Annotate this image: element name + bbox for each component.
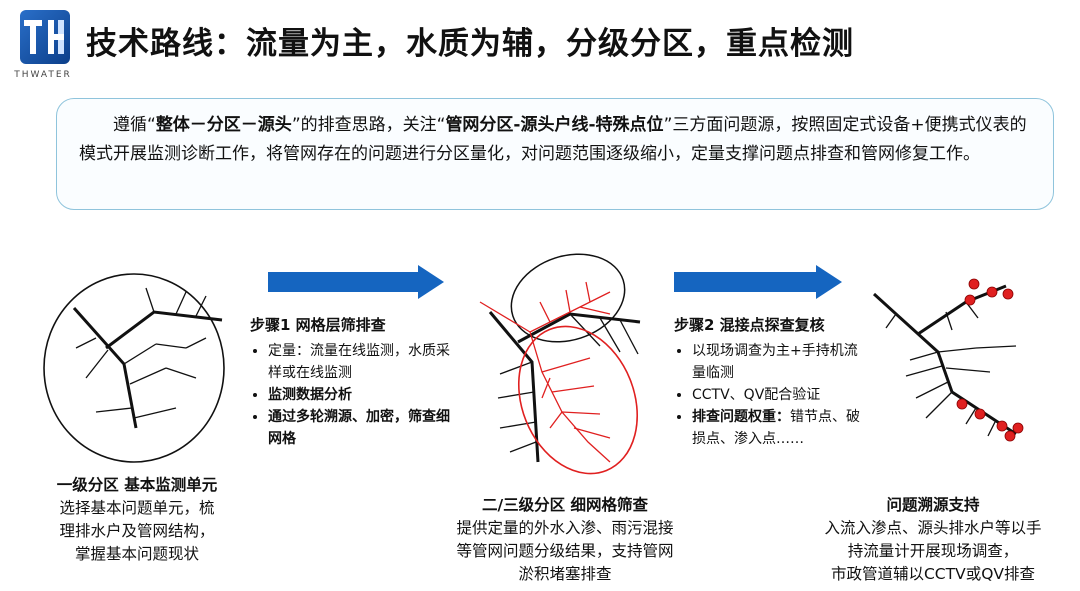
logo-mark xyxy=(20,10,70,64)
problem-points xyxy=(956,278,1024,442)
caption-line: 持流量计开展现场调查， xyxy=(847,542,1019,560)
caption-line: 淤积堵塞排查 xyxy=(518,565,612,583)
intro-bold-1: 整体－分区－源头 xyxy=(155,115,292,135)
step-1-heading: 步骤1 网格层筛排查 xyxy=(250,316,386,334)
step-1-item: 定量：流量在线监测，水质采样或在线监测 xyxy=(268,340,450,384)
subzone-boundary-3 xyxy=(517,325,639,475)
intro-bold-2: 管网分区-源头户线-特殊点位 xyxy=(445,115,664,135)
page-title: 技术路线：流量为主，水质为辅，分级分区，重点检测 xyxy=(86,26,854,62)
caption-heading: 问题溯源支持 xyxy=(886,496,980,514)
step-1-item: 监测数据分析 xyxy=(268,384,450,406)
step-2-item-rest: 错节点、破损点、渗入点…… xyxy=(692,409,860,447)
step-1-item: 通过多轮溯源、加密，筛查细网格 xyxy=(268,406,450,450)
caption-line: 提供定量的外水入渗、雨污混接 xyxy=(456,519,674,537)
company-logo: THWATER xyxy=(8,4,78,84)
step-2-item: CCTV、QV配合验证 xyxy=(692,384,864,406)
caption-secondary-zone: 二/三级分区 细网格筛查 提供定量的外水入渗、雨污混接 等管网问题分级结果，支持… xyxy=(420,494,710,586)
zone-boundary xyxy=(43,273,225,463)
step-2-item-bold: 排查问题权重： xyxy=(692,409,790,425)
caption-primary-zone: 一级分区 基本监测单元 选择基本问题单元，梳 理排水户及管网结构， 掌握基本问题… xyxy=(14,474,260,566)
pipe-network xyxy=(72,307,223,429)
problem-tracing-diagram xyxy=(872,278,1024,442)
intro-box: 遵循“整体－分区－源头”的排查思路，关注“管网分区-源头户线-特殊点位”三方面问… xyxy=(56,98,1054,210)
subzone-boundary-2 xyxy=(510,253,626,343)
step-1-panel: 步骤1 网格层筛排查 定量：流量在线监测，水质采样或在线监测 监测数据分析 通过… xyxy=(250,314,450,450)
caption-heading: 一级分区 基本监测单元 xyxy=(56,476,218,494)
flow-arrow-1 xyxy=(268,265,444,299)
caption-line: 入流入渗点、源头排水户等以手 xyxy=(824,519,1042,537)
step-2-panel: 步骤2 混接点探查复核 以现场调查为主+手持机流量临测 CCTV、QV配合验证 … xyxy=(674,314,864,450)
caption-line: 市政管道辅以CCTV或QV排查 xyxy=(830,565,1036,583)
logo-text: THWATER xyxy=(14,70,72,80)
secondary-zone-diagram xyxy=(479,253,641,475)
intro-text-2: ”的排查思路，关注“ xyxy=(291,115,446,135)
step-2-list: 以现场调查为主+手持机流量临测 CCTV、QV配合验证 排查问题权重：错节点、破… xyxy=(674,340,864,450)
caption-heading: 二/三级分区 细网格筛查 xyxy=(481,496,649,514)
primary-zone-diagram xyxy=(43,273,225,463)
caption-line: 选择基本问题单元，梳 xyxy=(59,499,215,517)
caption-line: 掌握基本问题现状 xyxy=(74,545,199,563)
flow-arrow-2 xyxy=(674,265,842,299)
step-2-item: 以现场调查为主+手持机流量临测 xyxy=(692,340,864,384)
step-2-heading: 步骤2 混接点探查复核 xyxy=(674,316,825,334)
caption-line: 理排水户及管网结构， xyxy=(59,522,215,540)
step-1-list: 定量：流量在线监测，水质采样或在线监测 监测数据分析 通过多轮溯源、加密，筛查细… xyxy=(250,340,450,450)
caption-problem-tracing: 问题溯源支持 入流入渗点、源头排水户等以手 持流量计开展现场调查， 市政管道辅以… xyxy=(792,494,1074,586)
step-2-item: 排查问题权重：错节点、破损点、渗入点…… xyxy=(692,406,864,450)
intro-text-1: 遵循“ xyxy=(113,115,156,135)
caption-line: 等管网问题分级结果，支持管网 xyxy=(456,542,674,560)
intro-text-3: ”三方面问题源，按照固定式设备+便携式仪表的模式开展监测诊断工作，将管网存在的问… xyxy=(79,115,1027,164)
subzone-pipes-red xyxy=(479,281,611,463)
